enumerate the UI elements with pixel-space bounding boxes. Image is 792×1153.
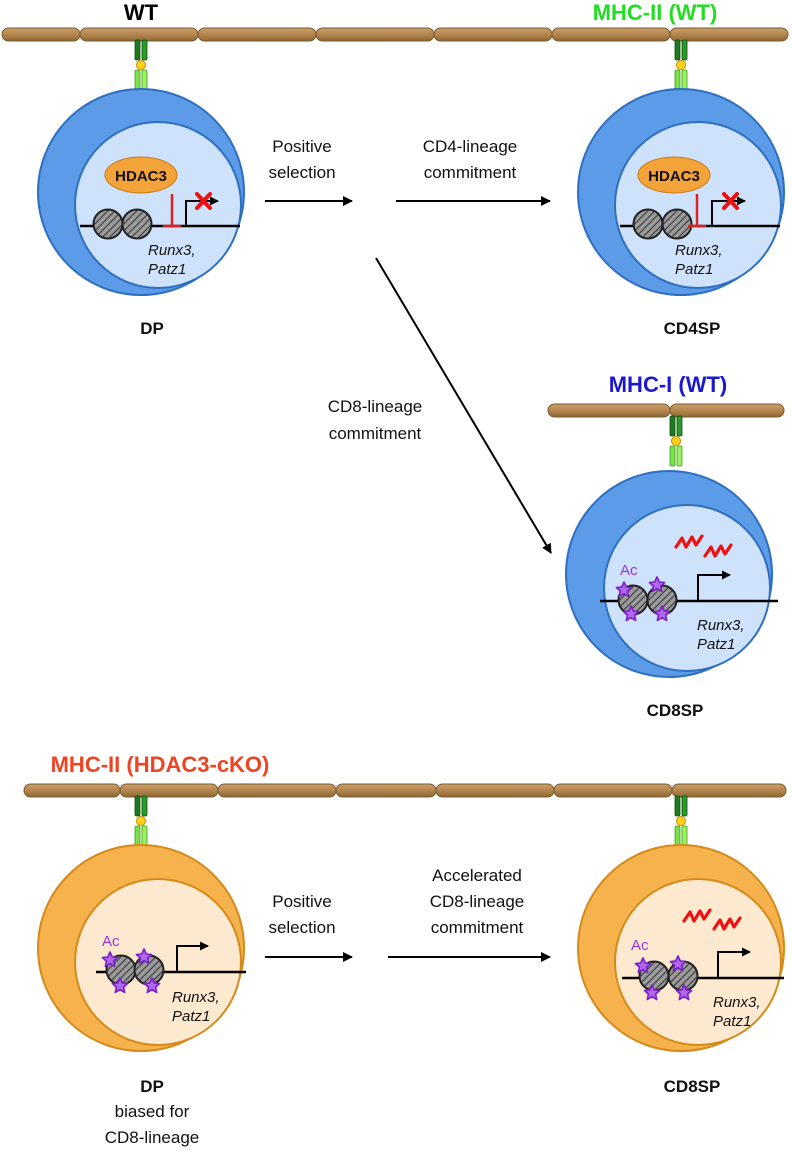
cd4sp-cell-wt: HDAC3 Runx3, Patz1 [577,88,785,296]
tcr-mhc-complex-icon [674,39,688,91]
step-cd4-line1: CD4-lineage [423,137,518,156]
cd8sp-label-wt: CD8SP [647,701,704,720]
cd8sp-cell-cko: Ac Runx3, Patz1 [577,844,785,1052]
gene-label-patz1: Patz1 [148,261,186,278]
arrow-cd8-commitment [375,257,552,554]
mrna-squiggle-icon [682,908,742,931]
promoter-arrow-icon [185,196,219,226]
tcr-mhc-complex-icon [134,795,148,847]
panel-title-cko: MHC-II (HDAC3-cKO) [51,752,270,777]
repression-icon [688,194,706,228]
hdac3-label: HDAC3 [115,168,167,185]
step-accelerated-line3: commitment [431,918,524,937]
step-cd8-line2: commitment [329,424,422,443]
dp-sublabel-line1: biased for [115,1102,190,1121]
promoter-arrow-icon [176,941,209,972]
tcr-mhc-complex-icon [669,415,683,467]
gene-label-patz1: Patz1 [697,636,735,653]
step-accelerated-line2: CD8-lineage [430,892,525,911]
tcr-mhc-complex-icon [134,39,148,91]
step-positive-selection-line1: Positive [272,892,332,911]
step-positive-selection-line2: selection [268,918,335,937]
step-accelerated-line1: Accelerated [432,866,522,885]
gene-label-patz1: Patz1 [172,1008,210,1025]
dp-cell-cko: Ac Runx3, Patz1 [37,844,246,1052]
dp-cell-wt: HDAC3 Runx3, Patz1 [37,88,245,296]
gene-label-patz1: Patz1 [713,1013,751,1030]
block-x-icon [195,192,212,210]
apc-membrane-top [1,27,789,42]
gene-label-runx3: Runx3, [697,617,745,634]
apc-membrane-bottom [23,783,787,798]
nucleosome-icon [133,954,165,986]
dp-label-wt: DP [140,319,164,338]
cd8sp-cell-wt: Ac Runx3, Patz1 [565,470,778,678]
block-x-icon [722,192,739,210]
nucleosome-icon [92,208,124,240]
step-cd4-line2: commitment [424,163,517,182]
acetyl-label: Ac [620,562,638,579]
acetyl-label: Ac [631,937,649,954]
gene-label-runx3: Runx3, [172,989,220,1006]
mhc-i-wt-label: MHC-I (WT) [609,372,728,397]
mrna-squiggle-icon [674,534,733,558]
hdac3-label: HDAC3 [648,168,700,185]
mhc-ii-wt-label: MHC-II (WT) [593,0,718,25]
cd4sp-label: CD4SP [664,319,721,338]
promoter-arrow-icon [711,196,746,226]
promoter-arrow-icon [717,947,751,978]
acetyl-label: Ac [102,933,120,950]
gene-label-runx3: Runx3, [675,242,723,259]
repression-icon [163,194,181,228]
apc-membrane-mhc-i [547,403,785,418]
promoter-arrow-icon [697,570,731,601]
dp-sublabel-line2: CD8-lineage [105,1128,200,1147]
nucleosome-icon [632,208,664,240]
nucleosome-icon [121,208,153,240]
gene-label-patz1: Patz1 [675,261,713,278]
tcr-mhc-complex-icon [674,795,688,847]
dp-label-cko: DP [140,1077,164,1096]
step-cd8-line1: CD8-lineage [328,397,423,416]
gene-label-runx3: Runx3, [713,994,761,1011]
nucleosome-icon [661,208,693,240]
step-positive-selection-line2: selection [268,163,335,182]
gene-label-runx3: Runx3, [148,242,196,259]
step-positive-selection-line1: Positive [272,137,332,156]
panel-title-wt: WT [124,0,159,25]
cd8sp-label-cko: CD8SP [664,1077,721,1096]
